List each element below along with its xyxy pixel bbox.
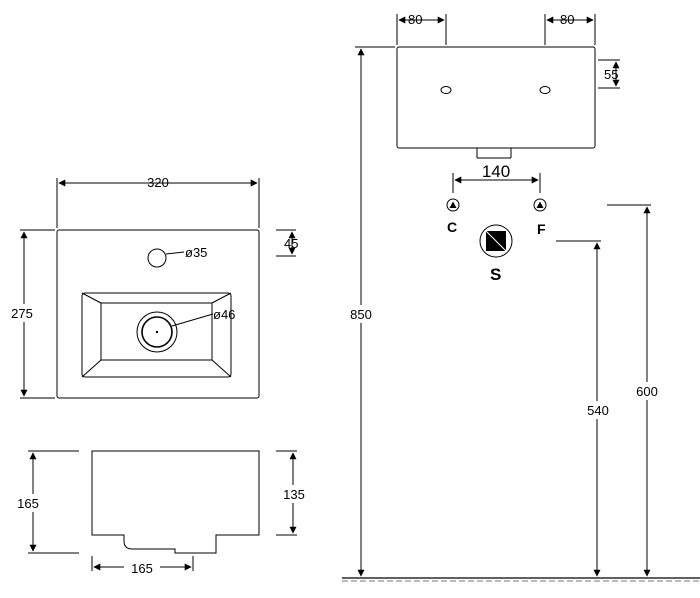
hot-supply-icon: [533, 198, 547, 212]
bracket-height-label: 55: [604, 67, 618, 82]
cold-supply-icon: [446, 198, 460, 212]
waste-height-label: 540: [587, 403, 609, 418]
cold-label: C: [447, 219, 457, 235]
waste-label: S: [490, 265, 501, 284]
supply-height-label: 600: [636, 384, 658, 399]
fixing-hole-right: [539, 86, 551, 94]
back-plate: [396, 46, 596, 149]
base-width-label: 165: [131, 561, 153, 576]
tap-hole-label: ø35: [185, 245, 207, 260]
wall-view: 80 80 55 140 C F S 850: [342, 12, 700, 582]
width-dimension-label: 320: [147, 175, 169, 190]
side-height-label: 165: [17, 496, 39, 511]
drain-outer: [136, 311, 178, 353]
total-height-label: 850: [350, 307, 372, 322]
top-view: 320 275 ø35 45 ø46: [4, 175, 298, 399]
bowl: [81, 292, 232, 378]
side-view: 165 135 165: [10, 450, 310, 576]
basin-outline: [56, 229, 260, 399]
drain-inner: [141, 316, 173, 348]
left-offset-label: 80: [408, 12, 422, 27]
fixing-hole-left: [440, 86, 452, 94]
right-offset-label: 80: [560, 12, 574, 27]
height-dimension-label: 275: [11, 306, 33, 321]
hot-label: F: [537, 221, 546, 237]
tap-offset-label: 45: [284, 236, 298, 251]
tap-hole: [147, 248, 167, 268]
side-profile: [91, 450, 260, 554]
inner-height-label: 135: [283, 487, 305, 502]
waste-outlet-icon: [479, 224, 513, 258]
drain-label: ø46: [213, 307, 235, 322]
spacing-label: 140: [482, 162, 510, 181]
